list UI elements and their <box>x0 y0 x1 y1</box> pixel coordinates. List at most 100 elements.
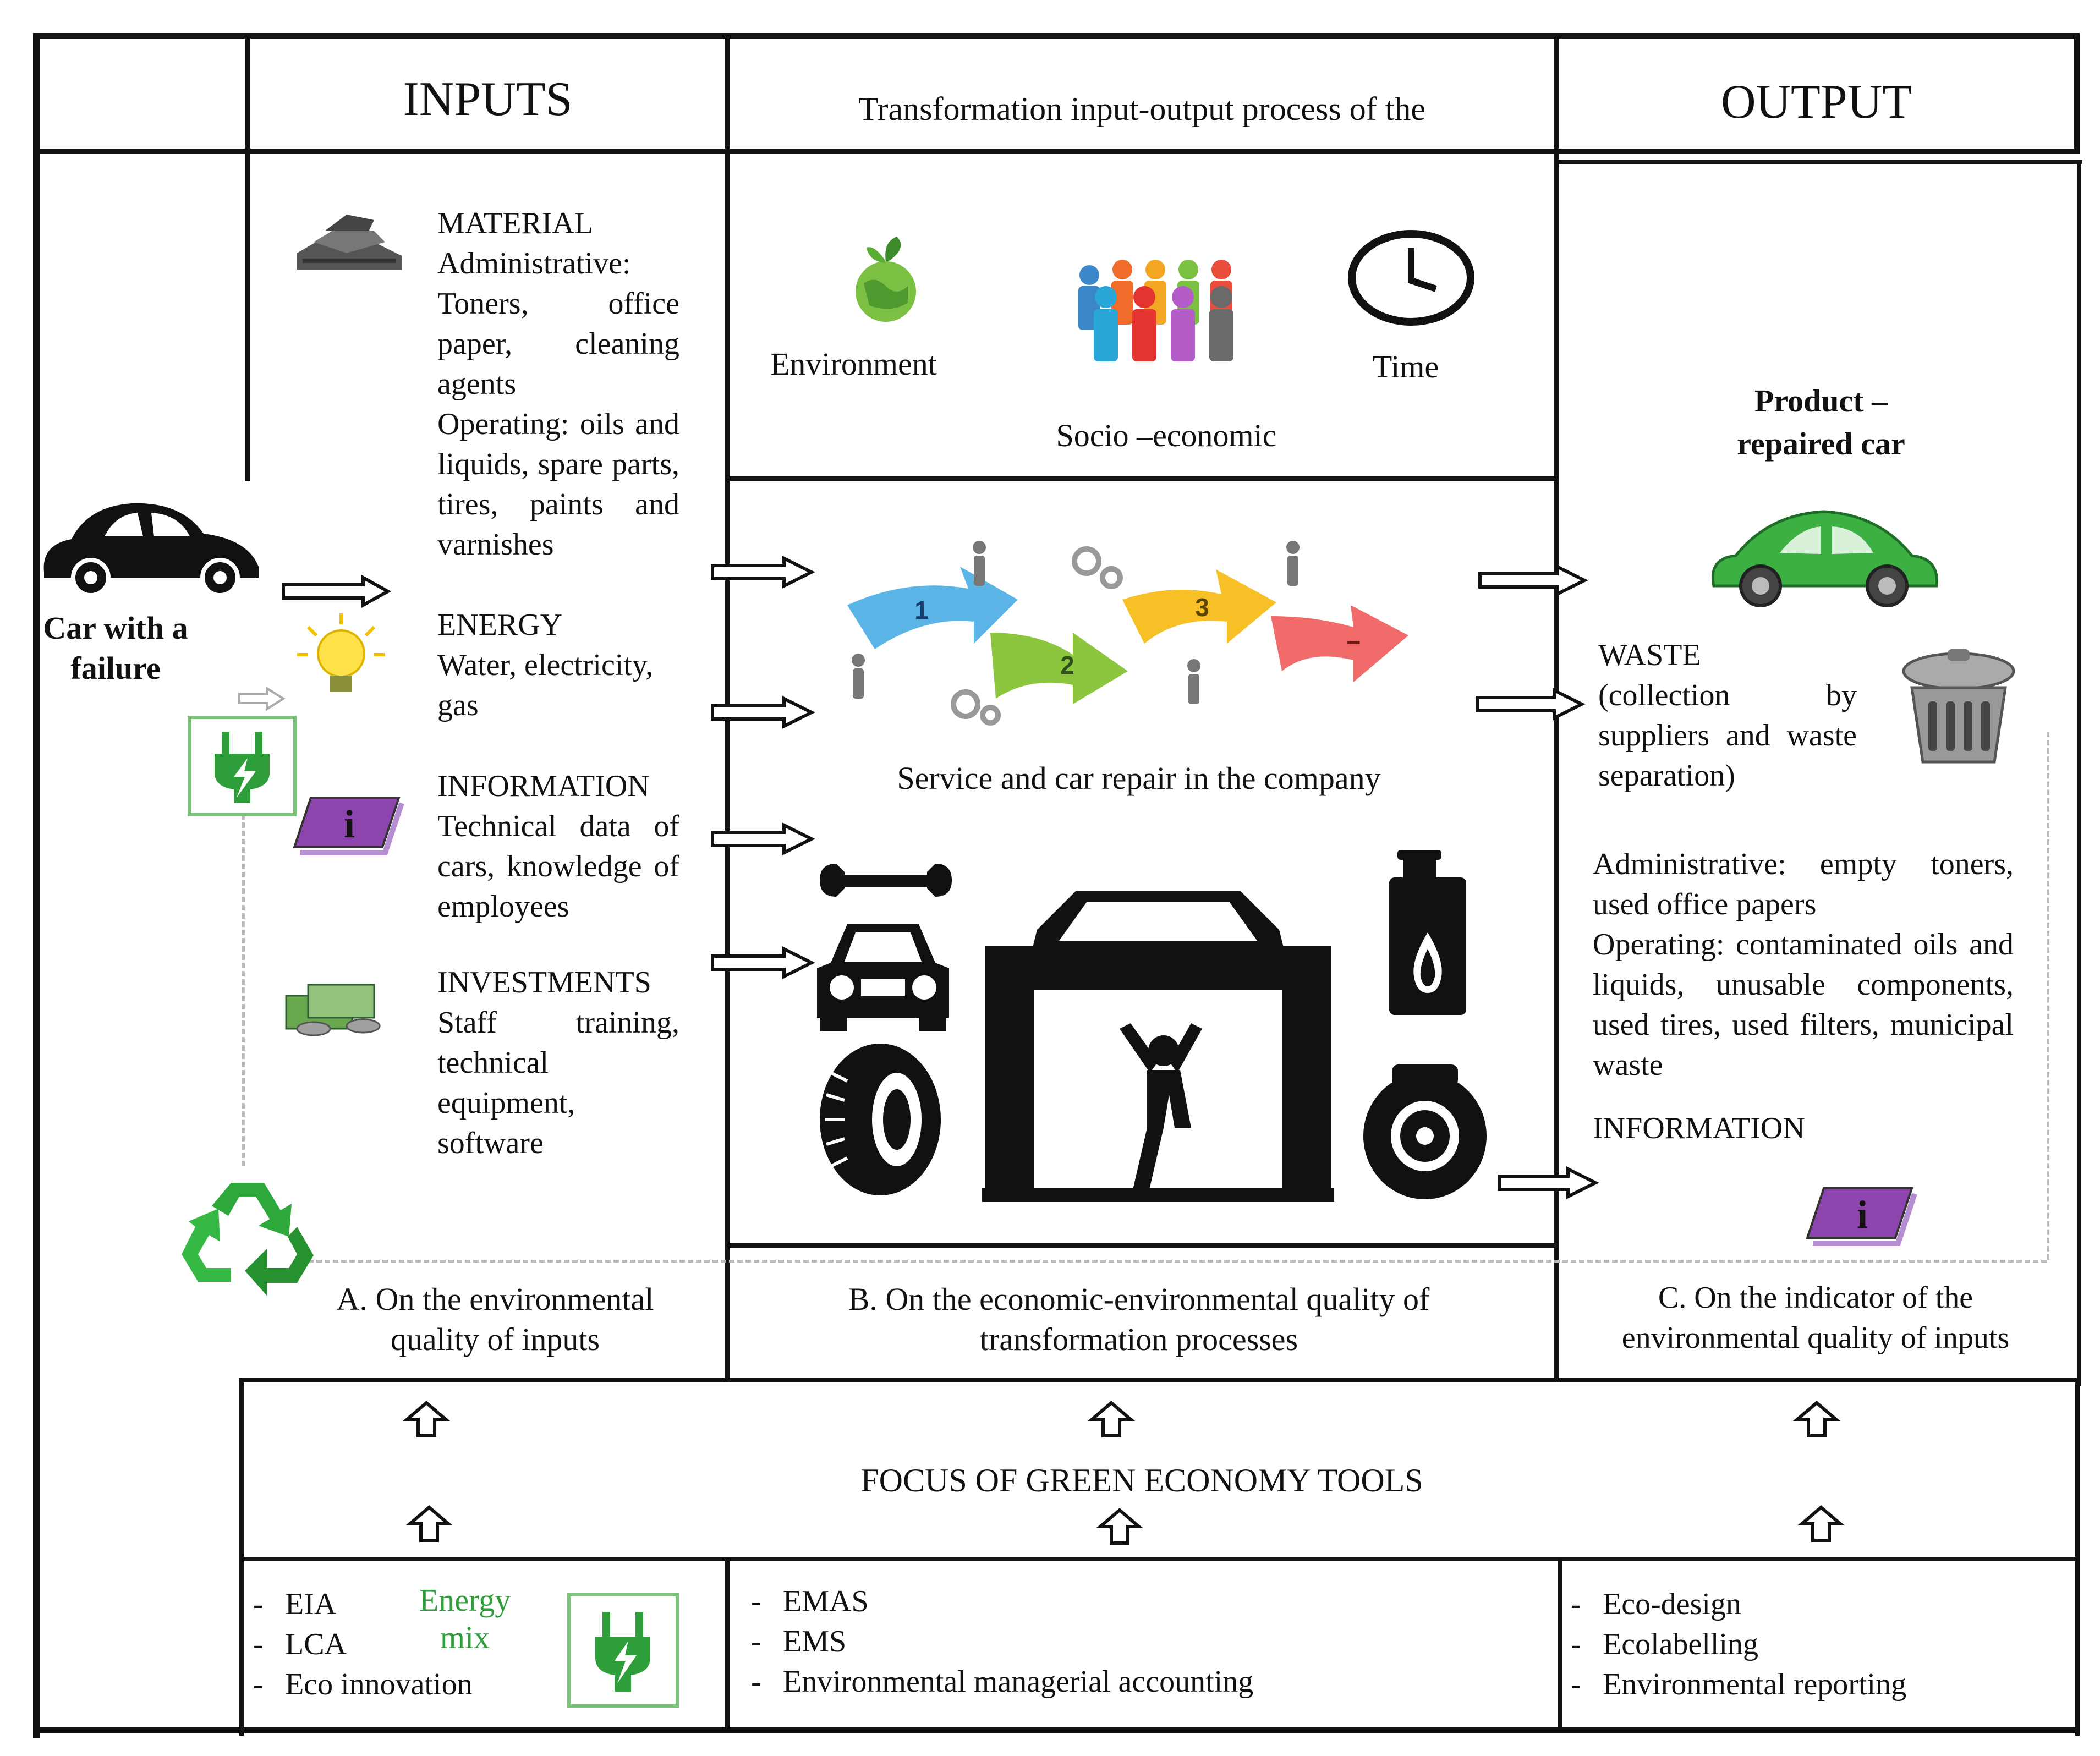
tool-eco-design: Eco-design <box>1571 1584 2055 1625</box>
up-arrow-c-bottom <box>1797 1505 1845 1542</box>
outer-right-border <box>2074 33 2080 154</box>
waste-title: WASTE <box>1598 638 1701 672</box>
tool-ems: EMS <box>751 1622 1532 1662</box>
tools-top-line <box>239 1557 2080 1561</box>
car-front-icon <box>817 924 949 1031</box>
repaired-car-green-icon <box>1711 510 1938 607</box>
arrow-process-to-information <box>1498 1166 1599 1199</box>
car-with-failure-label: Car with a failure <box>43 610 188 686</box>
product-repaired-car-label: Product – repaired car <box>1737 383 1905 462</box>
investments-money-icon <box>285 984 381 1036</box>
process-step-2-number: 2 <box>1060 651 1074 679</box>
material-operating-text: Operating: oils and liquids, spare parts… <box>437 407 679 562</box>
waste-text: (collection by suppliers and waste separ… <box>1598 678 1857 793</box>
outer-left-border <box>33 33 40 1738</box>
arrow-information-to-process <box>711 822 815 855</box>
tool-eco-innovation: Eco innovation <box>253 1665 561 1705</box>
recycle-loop-right <box>2047 732 2049 1260</box>
inputs-header: INPUTS <box>403 73 573 126</box>
tool-environmental-managerial-accounting: Environmental managerial accounting <box>751 1662 1532 1702</box>
environment-label: Environment <box>770 346 937 382</box>
broken-car-icon <box>43 503 259 597</box>
arrow-material-to-process <box>711 556 815 589</box>
outer-top-border <box>33 33 2080 39</box>
recycle-loop-bottom <box>308 1260 2047 1263</box>
output-information-book-icon: i <box>1806 1187 1917 1246</box>
focus-a-caption: A. On the environmental quality of input… <box>336 1281 654 1357</box>
process-header: Transformation input-output process of t… <box>858 91 1425 127</box>
service-caption: Service and car repair in the company <box>897 760 1381 796</box>
recycle-loop-vertical <box>242 814 245 1166</box>
focus-title: FOCUS OF GREEN ECONOMY TOOLS <box>860 1462 1423 1499</box>
input-arrow-main <box>282 574 392 608</box>
inputs-left-border <box>245 33 250 481</box>
process-step-4-number: – <box>1346 626 1361 655</box>
time-label: Time <box>1372 349 1439 385</box>
tools-b-list: EMAS EMS Environmental managerial accoun… <box>751 1582 1532 1702</box>
material-title: MATERIAL <box>437 206 594 240</box>
tool-emas: EMAS <box>751 1582 1532 1622</box>
up-arrow-c-top <box>1792 1401 1841 1437</box>
focus-b-caption: B. On the economic-environmental quality… <box>848 1281 1430 1357</box>
focus-top-line <box>239 1378 2080 1382</box>
environment-globe-icon <box>856 237 916 322</box>
material-bars-icon <box>297 215 402 270</box>
material-administrative-text: Administrative: Toners, office paper, cl… <box>437 246 679 401</box>
information-text: Technical data of cars, knowledge of emp… <box>437 809 679 924</box>
process-person-figures <box>852 541 1300 704</box>
focus-c-caption: C. On the indicator of the environmental… <box>1621 1281 2010 1355</box>
tool-eia: EIA <box>253 1584 561 1625</box>
output-information-title: INFORMATION <box>1593 1111 1805 1145</box>
trash-bin-icon <box>1902 649 2015 764</box>
oil-can-icon <box>1389 850 1466 1015</box>
output-operating-text: Operating: contaminated oils and liquids… <box>1593 928 2014 1082</box>
energy-title: ENERGY <box>437 608 563 642</box>
tools-a-list: EIA LCA Eco innovation <box>253 1584 561 1705</box>
up-arrow-a-bottom <box>405 1505 453 1542</box>
process-step-2-arrow <box>990 633 1128 704</box>
tools-divider-1 <box>725 1557 730 1733</box>
socio-economic-label: Socio –economic <box>1056 418 1277 453</box>
information-title: INFORMATION <box>437 769 650 803</box>
process-step-4-arrow <box>1271 605 1408 682</box>
energy-mix-label: Energy mix <box>419 1582 511 1655</box>
up-arrow-b-top <box>1087 1401 1136 1437</box>
process-step-3-arrow <box>1122 569 1276 644</box>
process-step-1-number: 1 <box>914 596 929 624</box>
right-inner-border <box>1554 160 2082 164</box>
tool-environmental-reporting: Environmental reporting <box>1571 1665 2055 1705</box>
lightbulb-icon <box>297 613 385 692</box>
car-lift-mechanic-icon <box>982 891 1334 1202</box>
tools-c-list: Eco-design Ecolabelling Environmental re… <box>1571 1584 2055 1705</box>
wrench-icon <box>820 864 952 897</box>
process-gear-icons <box>951 546 1123 726</box>
arrow-process-to-waste <box>1476 688 1586 721</box>
output-administrative-text: Administrative: empty toners, used offic… <box>1593 847 2014 921</box>
socio-economic-people-icon <box>1078 260 1233 361</box>
arrow-energy-to-process <box>711 696 815 729</box>
information-book-icon: i <box>293 797 404 855</box>
header-bottom-border <box>33 149 2080 154</box>
arrow-investments-to-process <box>711 946 815 979</box>
right-side-border <box>2077 160 2081 1386</box>
tools-divider-2 <box>1558 1557 1562 1733</box>
output-header: OUTPUT <box>1720 75 1912 129</box>
investments-title: INVESTMENTS <box>437 965 651 1000</box>
time-clock-icon <box>1348 230 1474 326</box>
investments-text: Staff training, technical equipment, sof… <box>437 1006 679 1160</box>
energy-text: Water, electricity, gas <box>437 648 654 722</box>
recycle-icon <box>182 1183 314 1296</box>
up-arrow-a-top <box>402 1401 451 1437</box>
bottom-line <box>33 1727 2080 1733</box>
process-step-3-number: 3 <box>1195 593 1209 622</box>
tool-ecolabelling: Ecolabelling <box>1571 1625 2055 1665</box>
up-arrow-b-bottom <box>1095 1508 1144 1545</box>
process-step-1-arrow <box>847 567 1018 649</box>
arrow-process-to-product <box>1478 564 1588 597</box>
tool-lca: LCA <box>253 1625 561 1665</box>
process-split-line <box>725 476 1559 481</box>
svg-text:i: i <box>1857 1193 1868 1237</box>
small-arrow-icon <box>238 686 286 711</box>
process-steps-arrows: 1 2 3 – <box>847 541 1408 726</box>
svg-text:i: i <box>344 802 355 846</box>
